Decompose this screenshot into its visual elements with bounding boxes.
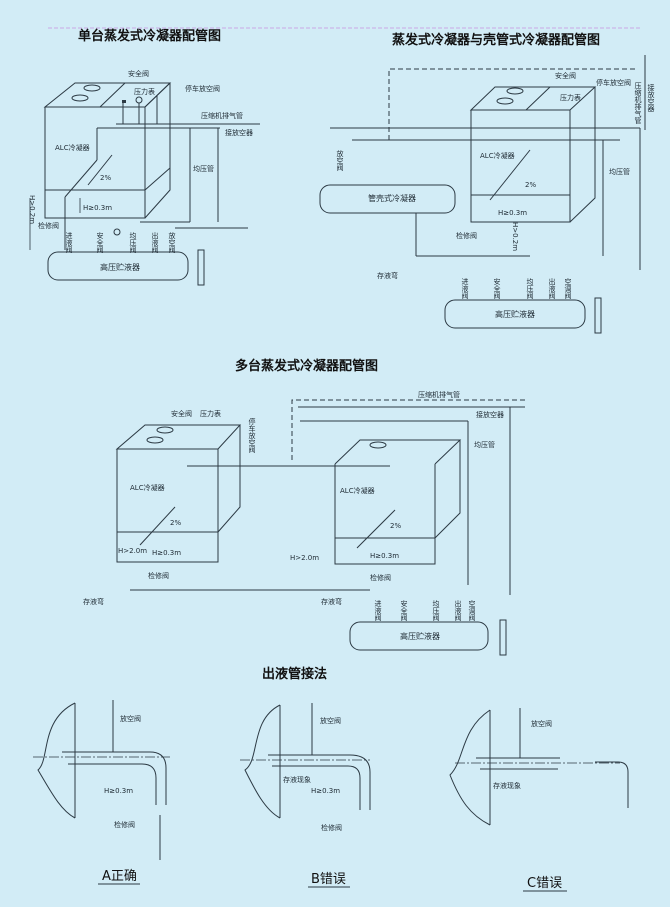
shell-condenser-label: ALC冷凝器	[480, 151, 515, 160]
shell-title: 蒸发式冷凝器与壳管式冷凝器配管图	[392, 32, 600, 48]
single-receiver-valves: 进液阀 安全阀 均压阀 出液阀 放空阀	[65, 228, 176, 254]
shell-pressure-gauge-label: 压力表	[560, 93, 581, 102]
shell-compressor-discharge-label: 压缩机排气管	[634, 82, 642, 125]
single-condenser-label: ALC冷凝器	[55, 143, 90, 152]
a-vent-valve-label: 放空阀	[120, 714, 141, 723]
shell-service-valve-label: 检修阀	[456, 231, 477, 240]
level-gauge-icon	[197, 249, 205, 286]
b-pooling-label: 存液现象	[283, 775, 311, 784]
b-service-valve-label: 检修阀	[321, 823, 342, 832]
single-inlet-valve-label: 进液阀	[65, 232, 73, 254]
multi-h-trap-1-label: H>2.0m	[118, 547, 147, 555]
caption-b: B错误	[311, 872, 346, 887]
multi-receiver-label: 高压贮液器	[400, 631, 440, 641]
multi-equalizer-valve-label: 均压阀	[432, 599, 440, 622]
single-vent-valve-label: 放空阀	[168, 231, 176, 254]
shell-equalizer-valve-label: 均压阀	[526, 277, 534, 300]
outlet-connection-section: 出液管接法 放空阀 H≥0.3m 检修阀 A正确 放空阀 存液现象 H	[33, 666, 629, 892]
caption-a: A正确	[102, 869, 137, 884]
shell-outlet-valve-label: 出液阀	[548, 277, 556, 300]
single-receiver	[47, 251, 189, 281]
single-service-valve-label: 检修阀	[38, 221, 59, 230]
outlet-variant-c: 放空阀 存液现象 C错误	[449, 708, 629, 892]
multi-equalizer-pipe-label: 均压管	[474, 440, 495, 449]
single-shutdown-vent-label: 停车放空阀	[185, 84, 220, 93]
multi-h-trap-2-label: H>2.0m	[290, 554, 319, 562]
multi-title: 多台蒸发式冷凝器配管图	[235, 358, 378, 374]
multi-level-gauge-icon	[499, 619, 507, 656]
single-equalizer-pipe-label: 均压管	[193, 164, 214, 173]
multi-air-purger-label: 接放空器	[476, 410, 504, 419]
multi-slope-1-label: 2%	[170, 519, 181, 527]
single-condenser-diagram: 单台蒸发式冷凝器配管图 安全阀 压力表 停车放空阀 压缩机排气管 接放空器 AL…	[28, 28, 260, 286]
multi-h-min-1-label: H≥0.3m	[152, 549, 181, 557]
b-h-min-label: H≥0.3m	[311, 787, 340, 795]
a-service-valve-label: 检修阀	[114, 820, 135, 829]
multi-safety-valve-label: 安全阀	[171, 409, 192, 418]
shell-air-valve-label: 空调阀	[564, 277, 572, 300]
shell-tube-diagram: 蒸发式冷凝器与壳管式冷凝器配管图 安全阀 压力表 停车放空阀 压缩机排气管 接放…	[319, 32, 655, 334]
single-h-receiver-label: H>0.2m	[28, 195, 36, 224]
single-receiver-label: 高压贮液器	[100, 262, 140, 272]
shell-safety-valve-label: 安全阀	[555, 71, 576, 80]
single-slope-label: 2%	[100, 174, 111, 182]
single-pressure-gauge-label: 压力表	[134, 87, 155, 96]
shell-alc-condenser-box	[469, 86, 597, 223]
multi-receiver-safety-label: 安全阀	[400, 599, 408, 622]
multi-compressor-discharge-label: 压缩机排气管	[418, 390, 460, 399]
single-receiver-safety-label: 安全阀	[96, 231, 104, 254]
multi-inlet-valve-label: 进液阀	[374, 600, 382, 622]
multi-trap-2-label: 存液弯	[321, 597, 342, 606]
shell-vent-valve-label: 放空阀	[336, 149, 344, 172]
shell-inlet-valve-label: 进液阀	[461, 278, 469, 300]
outlet-variant-b: 放空阀 存液现象 H≥0.3m 检修阀 B错误	[240, 703, 371, 888]
multi-air-valve-label: 空调阀	[468, 599, 476, 622]
shell-receiver	[444, 299, 586, 329]
multi-condenser-2-box	[334, 439, 462, 565]
shell-receiver-label: 高压贮液器	[495, 309, 535, 319]
multi-receiver	[349, 621, 489, 651]
shell-tube-label: 管壳式冷凝器	[368, 193, 416, 203]
multi-condenser-2-label: ALC冷凝器	[340, 486, 375, 495]
outlet-variant-a: 放空阀 H≥0.3m 检修阀 A正确	[33, 700, 170, 885]
shell-level-gauge-icon	[594, 297, 602, 334]
a-h-min-label: H≥0.3m	[104, 787, 133, 795]
c-vent-valve-label: 放空阀	[531, 719, 552, 728]
caption-c: C错误	[527, 876, 562, 891]
single-safety-valve-label: 安全阀	[128, 69, 149, 78]
multi-service-valve-2-label: 检修阀	[370, 573, 391, 582]
outlet-title: 出液管接法	[262, 666, 327, 682]
alc-condenser-box	[43, 82, 172, 219]
pressure-gauge-icon	[135, 96, 143, 104]
shell-air-purger-label: 接放空器	[647, 83, 655, 113]
multi-trap-1-label: 存液弯	[83, 597, 104, 606]
receiver-gauge-icon	[113, 228, 121, 236]
multi-service-valve-1-label: 检修阀	[148, 571, 169, 580]
single-h-min-label: H≥0.3m	[83, 204, 112, 212]
multi-condenser-diagram: 多台蒸发式冷凝器配管图 压缩机排气管 接放空器 均压管 安全阀 压力表 停车放空…	[83, 358, 525, 656]
shell-trap-label: 存液弯	[377, 271, 398, 280]
multi-pressure-gauge-label: 压力表	[200, 409, 221, 418]
safety-valve-icon	[122, 100, 126, 103]
multi-outlet-valve-label: 出液阀	[454, 599, 462, 622]
shell-h-min-label: H≥0.3m	[498, 209, 527, 217]
single-equalizer-valve-label: 均压阀	[129, 231, 137, 254]
shell-slope-label: 2%	[525, 181, 536, 189]
multi-condenser-1-box	[115, 424, 242, 563]
shell-h-receiver-label: H>0.2m	[511, 222, 519, 251]
b-vent-valve-label: 放空阀	[320, 716, 341, 725]
single-title: 单台蒸发式冷凝器配管图	[78, 28, 221, 44]
multi-shutdown-vent-label: 停车放空阀	[248, 417, 256, 454]
single-air-purger-label: 接放空器	[225, 128, 253, 137]
multi-condenser-1-label: ALC冷凝器	[130, 483, 165, 492]
multi-h-min-2-label: H≥0.3m	[370, 552, 399, 560]
shell-shutdown-vent-label: 停车放空阀	[596, 78, 631, 87]
single-outlet-valve-label: 出液阀	[151, 231, 159, 254]
shell-receiver-safety-label: 安全阀	[493, 277, 501, 300]
multi-slope-2-label: 2%	[390, 522, 401, 530]
c-pooling-label: 存液现象	[493, 781, 521, 790]
single-compressor-discharge-label: 压缩机排气管	[201, 111, 243, 120]
shell-tube-condenser	[319, 184, 456, 214]
shell-equalizer-pipe-label: 均压管	[609, 167, 630, 176]
